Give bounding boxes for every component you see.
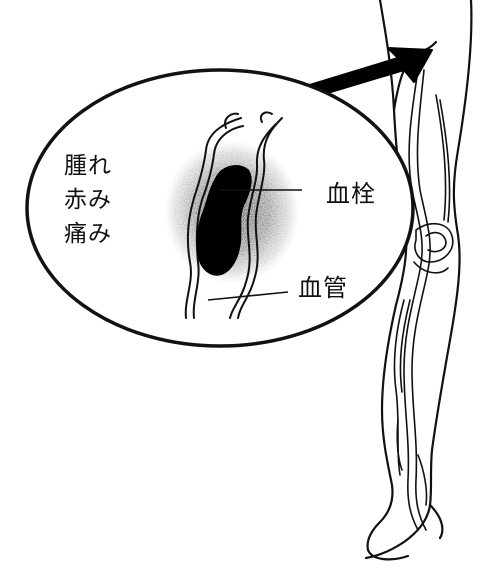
- symptom-pain: 痛み: [64, 221, 112, 247]
- blood-vessel: [184, 111, 283, 319]
- thrombus-label: 血栓: [326, 180, 376, 208]
- symptom-swelling: 腫れ: [64, 153, 112, 179]
- vessel-label: 血管: [298, 274, 348, 302]
- vessel-leader-line: [207, 291, 289, 301]
- symptom-redness: 赤み: [64, 187, 112, 213]
- thrombus-clot: [196, 165, 252, 276]
- leg-veins: [393, 69, 454, 531]
